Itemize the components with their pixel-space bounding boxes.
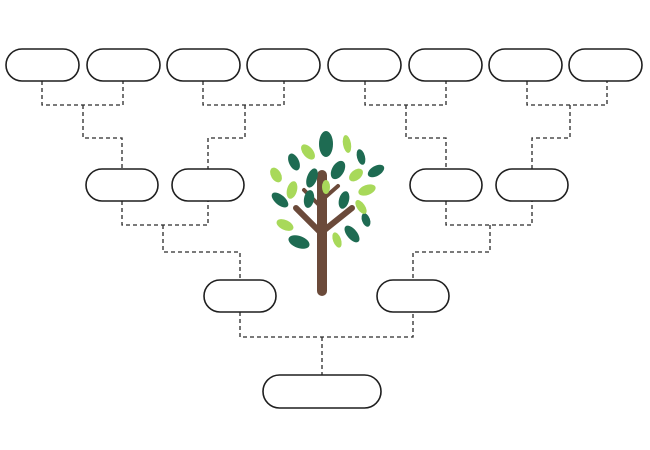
great-grandparent-box[interactable] (246, 48, 321, 82)
self-box[interactable] (262, 374, 382, 409)
generation-2-row (203, 279, 450, 313)
tree-leaves (270, 131, 385, 249)
grandparent-box[interactable] (85, 168, 159, 202)
connector-gg3-gg4 (202, 81, 285, 169)
generation-4-row (5, 48, 643, 82)
connector-gg5-gg6 (364, 81, 447, 169)
grandparent-box[interactable] (409, 168, 483, 202)
connector-gp3-gp4 (412, 201, 533, 280)
connector-p1-p2 (239, 312, 414, 375)
great-grandparent-box[interactable] (327, 48, 402, 82)
great-grandparent-box[interactable] (86, 48, 161, 82)
great-grandparent-box[interactable] (568, 48, 643, 82)
great-grandparent-box[interactable] (488, 48, 563, 82)
generation-3-row (85, 168, 569, 202)
great-grandparent-box[interactable] (166, 48, 241, 82)
generation-1-row (262, 374, 382, 409)
grandparent-box[interactable] (171, 168, 245, 202)
connector-gg7-gg8 (526, 81, 608, 169)
connectors (41, 81, 608, 375)
parent-box[interactable] (376, 279, 450, 313)
parent-box[interactable] (203, 279, 277, 313)
tree-trunk (293, 170, 355, 296)
great-grandparent-box[interactable] (5, 48, 80, 82)
great-grandparent-box[interactable] (408, 48, 483, 82)
connector-gg1-gg2 (41, 81, 124, 169)
connector-gp1-gp2 (121, 201, 241, 280)
grandparent-box[interactable] (495, 168, 569, 202)
tree-icon (270, 131, 385, 296)
